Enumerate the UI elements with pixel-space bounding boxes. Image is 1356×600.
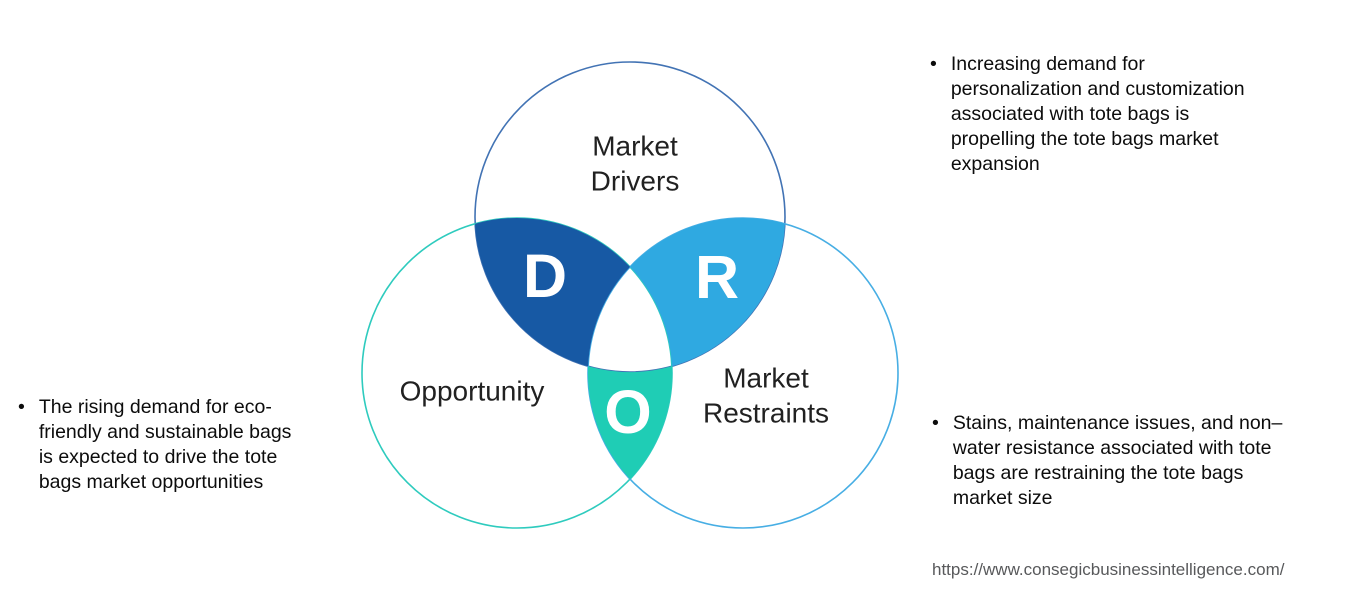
opportunity-label: Opportunity — [400, 376, 545, 407]
drivers-label-line1: Market — [592, 131, 678, 162]
note-line: market size — [952, 487, 1053, 509]
lens-d-letter: D — [523, 242, 567, 310]
note-line: The rising demand for eco- — [38, 396, 272, 418]
bullet-icon: • — [932, 412, 939, 434]
lens-o-letter: O — [604, 378, 651, 446]
note-line: bags market opportunities — [38, 471, 264, 493]
drivers-circle-outline — [474, 61, 786, 373]
note-line: associated with tote bags is — [950, 103, 1190, 125]
note-line: is expected to drive the tote — [38, 446, 278, 468]
restraint-note-text: Stains, maintenance issues, and non– wat… — [953, 411, 1283, 511]
note-line: friendly and sustainable bags — [38, 421, 292, 443]
bullet-icon: • — [18, 396, 25, 418]
note-line: water resistance associated with tote — [952, 437, 1272, 459]
source-url: https://www.consegicbusinessintelligence… — [932, 560, 1285, 579]
note-line: propelling the tote bags market — [950, 128, 1219, 150]
note-line: Increasing demand for — [950, 53, 1145, 75]
opportunity-note: • The rising demand for eco- friendly an… — [18, 395, 291, 495]
lens-r-region — [630, 217, 785, 367]
note-line: personalization and customization — [950, 78, 1245, 100]
driver-note-text: Increasing demand for personalization an… — [951, 52, 1245, 177]
bullet-icon: • — [930, 53, 937, 75]
restraints-label-line1: Market — [723, 363, 809, 394]
opportunity-note-text: The rising demand for eco- friendly and … — [39, 395, 292, 495]
lens-o-region — [587, 366, 673, 480]
note-line: bags are restraining the tote bags — [952, 462, 1244, 484]
drivers-label-line2: Drivers — [591, 166, 680, 197]
driver-note: • Increasing demand for personalization … — [930, 52, 1245, 177]
note-line: Stains, maintenance issues, and non– — [952, 412, 1283, 434]
restraints-label-line2: Restraints — [703, 398, 829, 429]
restraint-note: • Stains, maintenance issues, and non– w… — [932, 411, 1282, 511]
lens-r-letter: R — [695, 243, 739, 311]
note-line: expansion — [950, 153, 1040, 175]
lens-d-region — [475, 217, 630, 367]
